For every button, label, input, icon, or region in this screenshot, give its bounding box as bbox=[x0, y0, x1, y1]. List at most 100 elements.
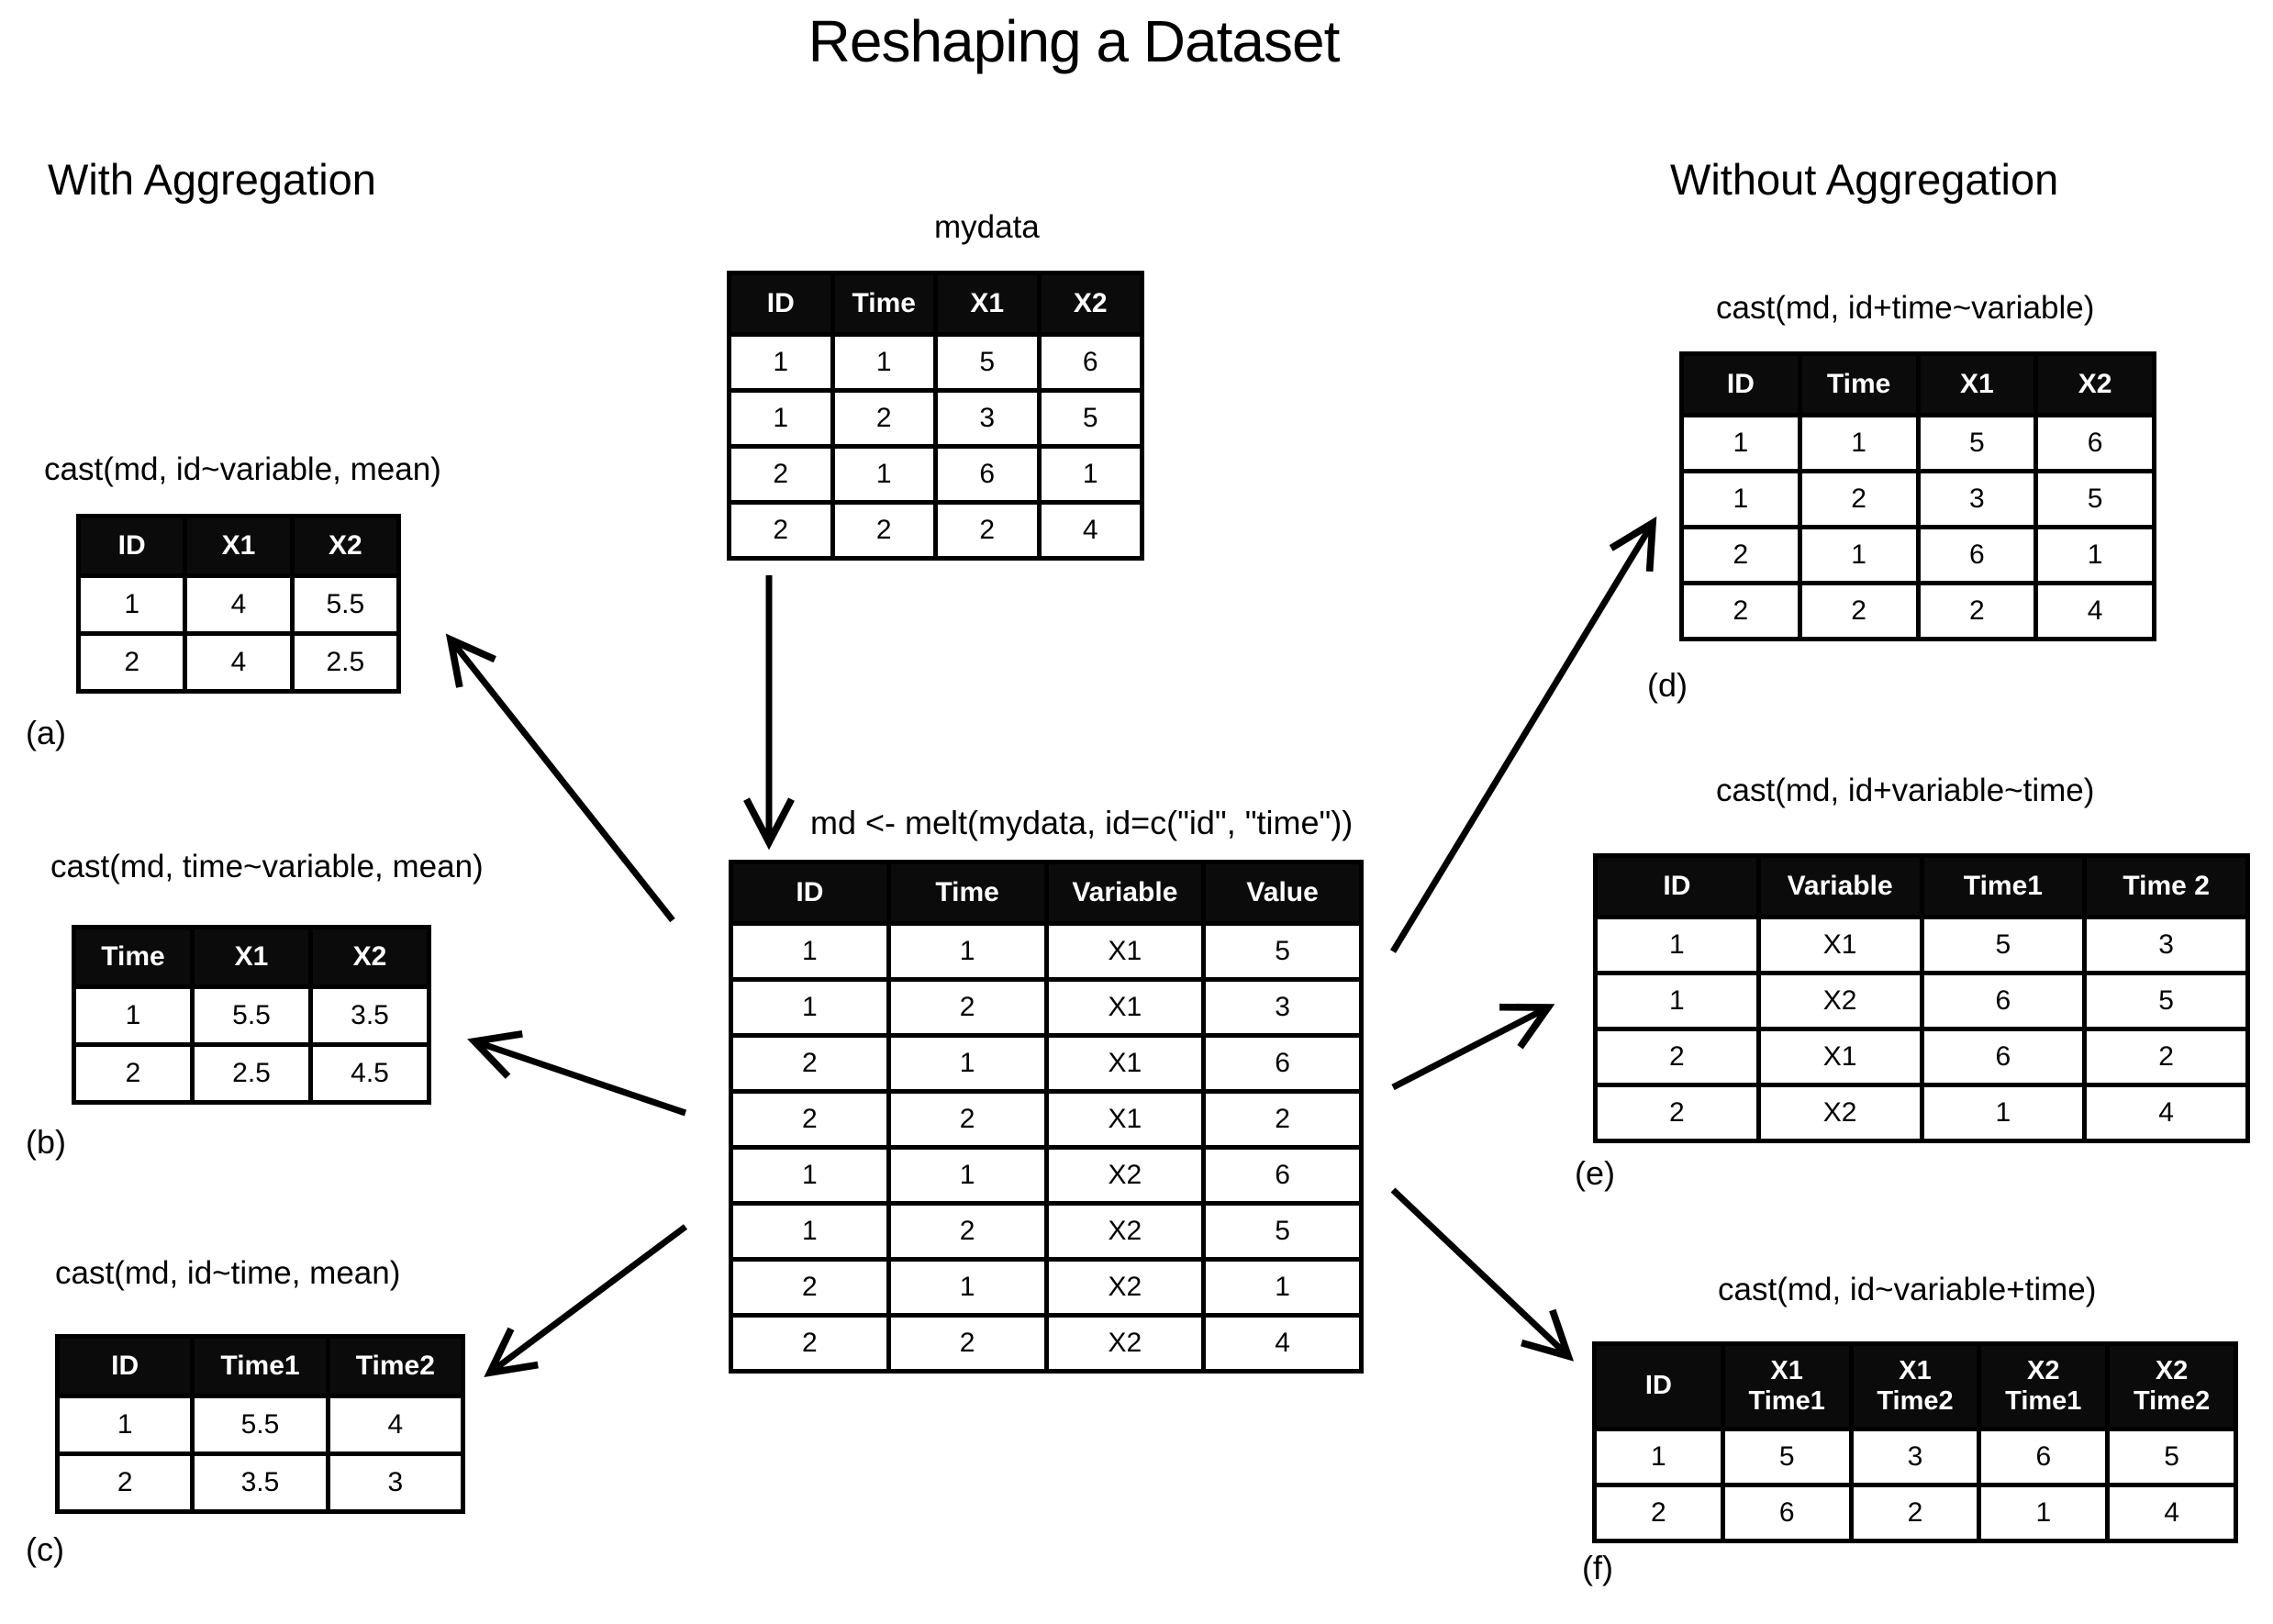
column-header: X1 bbox=[183, 514, 295, 578]
column-header: X2 Time1 bbox=[1977, 1341, 2111, 1431]
table-cell: X1 bbox=[1043, 1033, 1207, 1094]
column-header: Time1 bbox=[190, 1334, 330, 1398]
table-cell: 1 bbox=[1036, 444, 1144, 505]
table-cell: 5.5 bbox=[190, 984, 313, 1047]
table-cell: X1 bbox=[1043, 1089, 1207, 1150]
mydata-table-label: mydata bbox=[934, 209, 1040, 245]
table-cell: 5.5 bbox=[190, 1394, 330, 1456]
cast-a-label: (a) bbox=[26, 714, 66, 751]
table-cell: X2 bbox=[1043, 1257, 1207, 1318]
table-cell: 5 bbox=[933, 332, 1042, 393]
table-cell: 1 bbox=[1679, 469, 1802, 529]
table-cell: 6 bbox=[2033, 413, 2156, 473]
table-cell: 4 bbox=[2105, 1483, 2238, 1543]
column-header: ID bbox=[1592, 1341, 1725, 1431]
table-cell: 1 bbox=[886, 1257, 1049, 1318]
table-cell: 2 bbox=[830, 500, 938, 561]
table-cell: 1 bbox=[886, 1033, 1049, 1094]
table-cell: 3 bbox=[325, 1452, 466, 1514]
cast-a-caption: cast(md, id~variable, mean) bbox=[44, 451, 441, 487]
cast-e-label: (e) bbox=[1575, 1154, 1615, 1192]
table-cell: 2 bbox=[1848, 1483, 1982, 1543]
table-cell: 6 bbox=[1919, 971, 2088, 1031]
table-cell: 1 bbox=[729, 977, 891, 1038]
table-cell: 2 bbox=[886, 1089, 1049, 1150]
table-cell: 1 bbox=[1592, 1427, 1725, 1487]
column-header: Time2 bbox=[325, 1334, 466, 1398]
table-cell: 6 bbox=[1036, 332, 1144, 393]
column-header: X2 bbox=[289, 514, 402, 578]
table-cell: 2 bbox=[886, 1201, 1049, 1262]
table-cell: 2 bbox=[72, 1042, 195, 1105]
table-cell: 1 bbox=[830, 332, 938, 393]
table-cell: 5 bbox=[1036, 388, 1144, 449]
table-cell: 4 bbox=[1036, 500, 1144, 561]
table-cell: 2 bbox=[933, 500, 1042, 561]
table-cell: 6 bbox=[1915, 525, 2039, 585]
table-cell: 2 bbox=[729, 1257, 891, 1318]
column-header: Time bbox=[72, 925, 195, 989]
column-header: Variable bbox=[1043, 860, 1207, 926]
table-cell: 4 bbox=[183, 573, 295, 636]
arrow-melt-to-a bbox=[445, 633, 675, 923]
arrow-melt-to-f bbox=[1390, 1187, 1575, 1362]
column-header: X1 bbox=[190, 925, 313, 989]
table-cell: 2 bbox=[1593, 1083, 1761, 1143]
cast-c-label: (c) bbox=[26, 1530, 64, 1568]
table-cell: 2 bbox=[729, 1313, 891, 1374]
table-cell: X2 bbox=[1043, 1201, 1207, 1262]
column-header: X1 Time1 bbox=[1720, 1341, 1854, 1431]
table-cell: 2 bbox=[886, 1313, 1049, 1374]
table-cell: X2 bbox=[1755, 1083, 1924, 1143]
table-cell: 5.5 bbox=[289, 573, 402, 636]
table-cell: 2 bbox=[1797, 469, 1921, 529]
table-cell: 1 bbox=[830, 444, 938, 505]
table-cell: 3 bbox=[1848, 1427, 1982, 1487]
cast-b-caption: cast(md, time~variable, mean) bbox=[50, 849, 484, 884]
table-cell: X1 bbox=[1043, 977, 1207, 1038]
column-header: ID bbox=[1679, 351, 1802, 417]
table-cell: 5 bbox=[2105, 1427, 2238, 1487]
table-cell: X2 bbox=[1755, 971, 1924, 1031]
table-cell: 1 bbox=[75, 573, 188, 636]
table-cell: 5 bbox=[1720, 1427, 1854, 1487]
arrow-melt-to-b bbox=[467, 1030, 687, 1117]
cast-f-label: (f) bbox=[1582, 1549, 1613, 1586]
column-header: Time1 bbox=[1919, 853, 2088, 919]
table-cell: 1 bbox=[727, 388, 835, 449]
table-cell: 3 bbox=[933, 388, 1042, 449]
cast-d-label: (d) bbox=[1647, 666, 1688, 704]
table-cell: 6 bbox=[1201, 1033, 1364, 1094]
column-header: Time 2 bbox=[2082, 853, 2250, 919]
table-cell: 2 bbox=[1201, 1089, 1364, 1150]
arrow-melt-to-d bbox=[1390, 516, 1657, 953]
table-cell: 6 bbox=[1919, 1027, 2088, 1087]
arrow-melt-to-e bbox=[1391, 1003, 1555, 1091]
